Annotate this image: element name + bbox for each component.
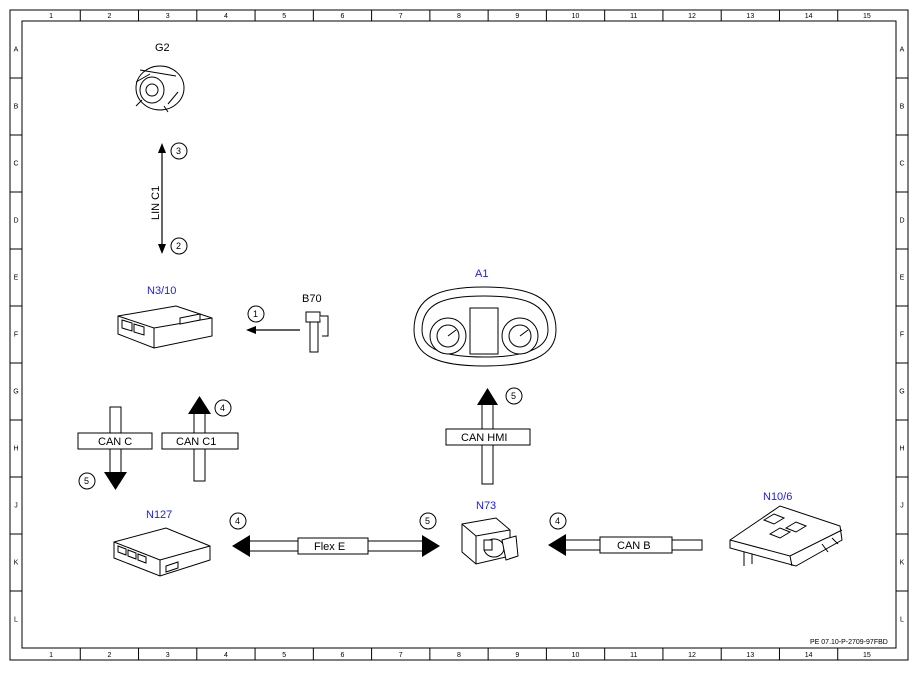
marker-lin-bottom: 2 — [176, 241, 181, 251]
grid-row-ticks: A A B B C C D D E E F F G G H H J J K K L L — [10, 47, 908, 624]
column-label-top: 6 — [341, 13, 345, 20]
column-label-top: 9 — [515, 13, 519, 20]
n127-module: N127 — [113, 509, 211, 577]
column-label-bottom: 2 — [107, 652, 111, 659]
column-label-top: 13 — [746, 13, 754, 20]
lin-c1-label: LIN C1 — [150, 186, 162, 220]
column-label-bottom: 10 — [572, 652, 580, 659]
g2-icon — [135, 65, 185, 113]
row-label-right: C — [899, 161, 904, 168]
n127-label: N127 — [146, 509, 172, 521]
column-label-bottom: 12 — [688, 652, 696, 659]
row-label-right: B — [900, 104, 905, 111]
column-label-bottom: 15 — [863, 652, 871, 659]
marker-can-c: 5 — [84, 476, 89, 486]
row-label-left: F — [14, 332, 18, 339]
row-label-left: J — [14, 503, 18, 510]
column-label-bottom: 9 — [515, 652, 519, 659]
row-label-left: H — [13, 446, 18, 453]
b70-label: B70 — [302, 293, 322, 305]
n10-6-icon — [729, 505, 843, 567]
n127-icon — [113, 527, 211, 577]
column-label-top: 8 — [457, 13, 461, 20]
column-label-top: 7 — [399, 13, 403, 20]
n3-10-label: N3/10 — [147, 285, 176, 297]
n3-10-icon — [117, 305, 213, 349]
row-label-right: H — [899, 446, 904, 453]
lin-c1-connection: LIN C1 3 2 — [150, 142, 188, 255]
a1-icon — [413, 286, 557, 367]
drawing-reference: PE 07.10-P-2709-97FBD — [810, 639, 888, 646]
column-label-top: 10 — [572, 13, 580, 20]
column-label-bottom: 5 — [282, 652, 286, 659]
column-label-top: 14 — [805, 13, 813, 20]
can-c1-label: CAN C1 — [176, 436, 216, 448]
diagram-frame — [9, 9, 909, 661]
column-label-top: 15 — [863, 13, 871, 20]
column-label-bottom: 11 — [630, 652, 637, 659]
column-label-top: 3 — [166, 13, 170, 20]
row-label-left: B — [14, 104, 19, 111]
column-label-bottom: 13 — [746, 652, 754, 659]
marker-flex-right: 5 — [425, 516, 430, 526]
a1-instrument-cluster: A1 — [413, 268, 557, 367]
row-label-right: D — [899, 218, 904, 225]
row-label-right: L — [900, 617, 904, 624]
can-c1-connection: CAN C1 4 — [161, 396, 239, 482]
marker-can-c1: 4 — [220, 403, 225, 413]
column-label-top: 11 — [630, 13, 637, 20]
row-label-left: A — [14, 47, 19, 54]
grid-column-ticks: 1122334455667788991010111112121313141415… — [49, 10, 871, 660]
column-label-top: 12 — [688, 13, 696, 20]
b70-icon — [305, 311, 329, 353]
column-label-top: 1 — [49, 13, 53, 20]
g2-label: G2 — [155, 42, 170, 54]
row-label-right: E — [900, 275, 905, 282]
column-label-bottom: 4 — [224, 652, 228, 659]
n73-label: N73 — [476, 500, 496, 512]
marker-flex-left: 4 — [235, 516, 240, 526]
marker-can-hmi: 5 — [511, 391, 516, 401]
n10-6-module: N10/6 — [729, 491, 843, 567]
b70-sensor: B70 1 — [246, 293, 329, 353]
can-hmi-connection: CAN HMI 5 — [445, 387, 531, 485]
column-label-bottom: 3 — [166, 652, 170, 659]
marker-lin-top: 3 — [176, 146, 181, 156]
marker-can-b: 4 — [555, 516, 560, 526]
row-label-left: E — [14, 275, 19, 282]
row-label-left: L — [14, 617, 18, 624]
can-b-label: CAN B — [617, 540, 651, 552]
column-label-top: 2 — [107, 13, 111, 20]
can-c-label: CAN C — [98, 436, 132, 448]
can-c-connection: CAN C 5 — [77, 406, 153, 490]
marker-b70: 1 — [253, 309, 258, 319]
flex-e-label: Flex E — [314, 541, 345, 553]
row-label-right: K — [900, 560, 905, 567]
column-label-bottom: 14 — [805, 652, 813, 659]
a1-label: A1 — [475, 268, 488, 280]
can-hmi-label: CAN HMI — [461, 432, 507, 444]
flex-e-connection: Flex E 4 5 — [229, 512, 440, 557]
row-label-right: A — [900, 47, 905, 54]
n73-icon — [461, 517, 519, 565]
row-label-left: C — [13, 161, 18, 168]
row-label-left: G — [13, 389, 18, 396]
g2-alternator: G2 — [135, 42, 185, 113]
column-label-top: 4 — [224, 13, 228, 20]
can-b-connection: CAN B 4 — [548, 512, 703, 556]
row-label-right: F — [900, 332, 904, 339]
n10-6-label: N10/6 — [763, 491, 792, 503]
column-label-bottom: 1 — [49, 652, 53, 659]
n3-10-ecu: N3/10 — [117, 285, 213, 349]
column-label-bottom: 7 — [399, 652, 403, 659]
column-label-bottom: 8 — [457, 652, 461, 659]
row-label-right: J — [900, 503, 904, 510]
column-label-bottom: 6 — [341, 652, 345, 659]
row-label-left: D — [13, 218, 18, 225]
n73-ignition-switch: N73 — [461, 500, 519, 565]
column-label-top: 5 — [282, 13, 286, 20]
row-label-right: G — [899, 389, 904, 396]
row-label-left: K — [14, 560, 19, 567]
